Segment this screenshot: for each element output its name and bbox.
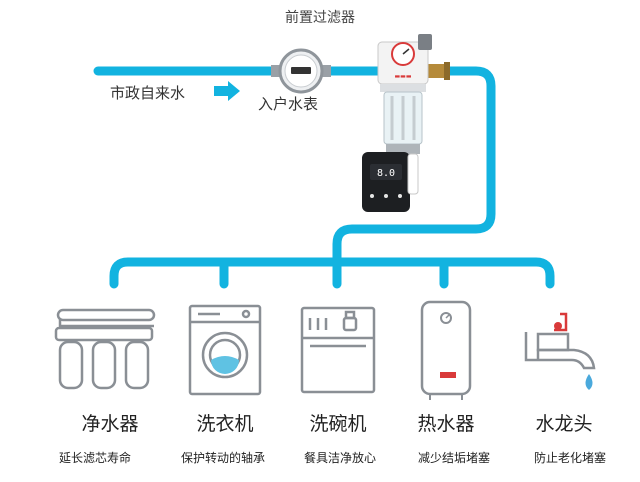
faucet-icon [524,312,596,390]
appliance-description: 减少结垢堵塞 [417,451,490,465]
water-meter-label: 入户水表 [258,95,319,113]
washer-water-icon [211,356,239,374]
water-supply-label: 市政自来水 [110,84,186,102]
dishwasher-icon [300,306,376,394]
flow-arrow-icon [214,81,240,101]
appliance-description: 防止老化堵塞 [533,451,606,465]
washing-machine-icon [188,304,262,396]
filter-display-readout: 8.0 [377,168,395,179]
appliance-name: 净水器 [81,413,139,435]
water-meter-icon [271,48,331,94]
water-heater-icon [420,300,472,400]
svg-text:▬▬▬: ▬▬▬ [394,73,411,80]
appliance-name: 洗衣机 [196,413,254,435]
filter-title: 前置过滤器 [285,10,355,26]
appliance-name: 热水器 [417,413,475,435]
supply-pipe [93,66,555,289]
appliance-description: 延长滤芯寿命 [58,451,131,465]
appliance-description: 餐具洁净放心 [303,451,376,465]
appliance-description: 保护转动的轴承 [180,451,265,465]
appliance-name: 洗碗机 [309,413,367,435]
appliance-name: 水龙头 [535,413,593,435]
water-purifier-icon [54,308,156,390]
pre-filter-icon: ▬▬▬ [362,34,450,212]
